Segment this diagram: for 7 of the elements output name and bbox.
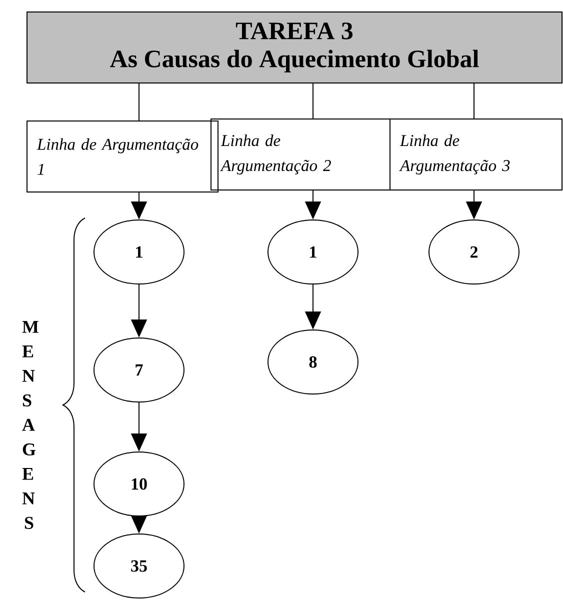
- category-box: Linha de Argumentação 2: [210, 118, 390, 190]
- category-box: Linha de Argumentação 1: [26, 120, 218, 192]
- connector-line: [312, 83, 314, 119]
- connector-line: [138, 83, 140, 121]
- title-box: TAREFA 3 As Causas do Aquecimento Global: [26, 12, 562, 84]
- category-box: Linha de Argumentação 3: [390, 118, 562, 190]
- vertical-label: MENSAGENS: [22, 321, 38, 529]
